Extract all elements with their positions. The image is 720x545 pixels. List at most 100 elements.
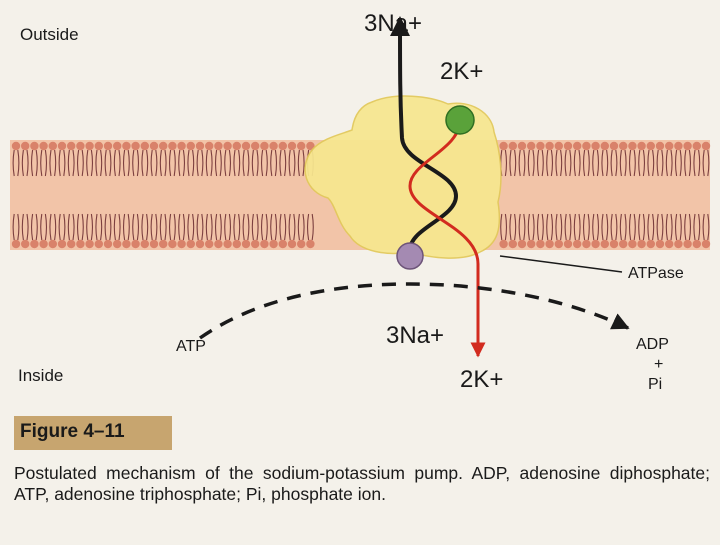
lipid-head — [269, 239, 278, 249]
lipid-tail — [12, 149, 15, 177]
lipid-tail — [44, 213, 48, 241]
lipid-head — [527, 239, 536, 249]
lipid-head — [619, 239, 628, 249]
lipid-head — [655, 239, 665, 249]
lipid-tail — [670, 149, 673, 177]
lipid-head — [600, 141, 609, 151]
lipid-head — [39, 141, 48, 151]
lipid-tail — [665, 149, 668, 177]
lipid-tail — [293, 149, 296, 177]
lipid-head — [674, 239, 683, 249]
lipid-tail — [58, 149, 61, 177]
lipid-head — [554, 141, 563, 151]
lipid-tail — [100, 213, 103, 241]
lipid-tail — [187, 213, 190, 241]
lipid-tail — [159, 149, 162, 177]
lipid-tail — [44, 149, 48, 177]
lipid-head — [646, 141, 655, 151]
lipid-tail — [12, 213, 15, 241]
lipid-tail — [30, 213, 34, 241]
lipid-tail — [219, 213, 222, 241]
lipid-head — [573, 141, 582, 151]
lipid-head — [76, 141, 85, 151]
lipid-tail — [560, 213, 563, 241]
figure-caption: Postulated mechanism of the sodium-potas… — [14, 463, 710, 504]
lipid-head — [563, 141, 573, 151]
lipid-tail — [564, 149, 567, 177]
lipid-tail — [72, 213, 75, 241]
lipid-tail — [26, 213, 29, 241]
lipid-tail — [242, 149, 245, 177]
lipid-tail — [284, 213, 287, 241]
lipid-head — [205, 239, 214, 249]
lipid-tail — [596, 213, 600, 241]
lipid-head — [30, 141, 39, 151]
lipid-tail — [688, 149, 692, 177]
lipid-tail — [247, 149, 250, 177]
lipid-tail — [582, 213, 586, 241]
lipid-tail — [109, 213, 112, 241]
lipid-tail — [256, 149, 259, 177]
lipid-head — [637, 141, 646, 151]
lipid-tail — [518, 149, 521, 177]
lipid-tail — [182, 213, 186, 241]
potassium-in-label: 2K+ — [460, 366, 504, 393]
lipid-tail — [100, 149, 103, 177]
atp-label: ATP — [176, 338, 206, 355]
lipid-tail — [638, 149, 641, 177]
lipid-head — [674, 141, 683, 151]
lipid-tail — [260, 149, 264, 177]
lipid-head — [278, 239, 287, 249]
lipid-head — [297, 239, 306, 249]
lipid-tail — [536, 149, 540, 177]
lipid-head — [536, 141, 545, 151]
lipid-tail — [624, 213, 627, 241]
lipid-head — [609, 239, 619, 249]
lipid-head — [297, 141, 306, 151]
lipid-tail — [693, 213, 696, 241]
lipid-head — [140, 239, 149, 249]
lipid-tail — [214, 149, 218, 177]
lipid-head — [131, 141, 140, 151]
lipid-head — [554, 239, 563, 249]
lipid-head — [195, 239, 205, 249]
lipid-head — [499, 141, 508, 151]
lipid-tail — [302, 149, 305, 177]
lipid-tail — [527, 213, 530, 241]
lipid-head — [701, 141, 711, 151]
lipid-tail — [26, 149, 29, 177]
lipid-tail — [164, 213, 167, 241]
lipid-head — [499, 239, 508, 249]
lipid-head — [168, 141, 177, 151]
lipid-tail — [113, 149, 116, 177]
lipid-head — [545, 239, 554, 249]
lipid-tail — [150, 149, 153, 177]
lipid-tail — [684, 149, 687, 177]
lipid-head — [177, 141, 186, 151]
lipid-tail — [127, 213, 130, 241]
inside-label: Inside — [18, 366, 64, 385]
lipid-tail — [624, 149, 627, 177]
lipid-head — [159, 239, 168, 249]
lipid-tail — [596, 149, 600, 177]
lipid-tail — [113, 213, 116, 241]
lipid-head — [113, 141, 122, 151]
lipid-tail — [633, 213, 636, 241]
lipid-tail — [81, 213, 84, 241]
lipid-tail — [86, 213, 89, 241]
sodium-out-label: 3Na+ — [364, 10, 423, 37]
lipid-tail — [192, 149, 195, 177]
lipid-tail — [247, 213, 250, 241]
lipid-tail — [187, 149, 190, 177]
lipid-head — [186, 141, 195, 151]
lipid-tail — [550, 213, 554, 241]
lipid-tail — [17, 213, 20, 241]
lipid-tail — [192, 213, 195, 241]
lipid-head — [39, 239, 48, 249]
lipid-tail — [509, 149, 512, 177]
lipid-head — [609, 141, 619, 151]
lipid-tail — [500, 213, 503, 241]
lipid-tail — [284, 149, 287, 177]
lipid-head — [48, 141, 57, 151]
lipid-head — [159, 141, 168, 151]
